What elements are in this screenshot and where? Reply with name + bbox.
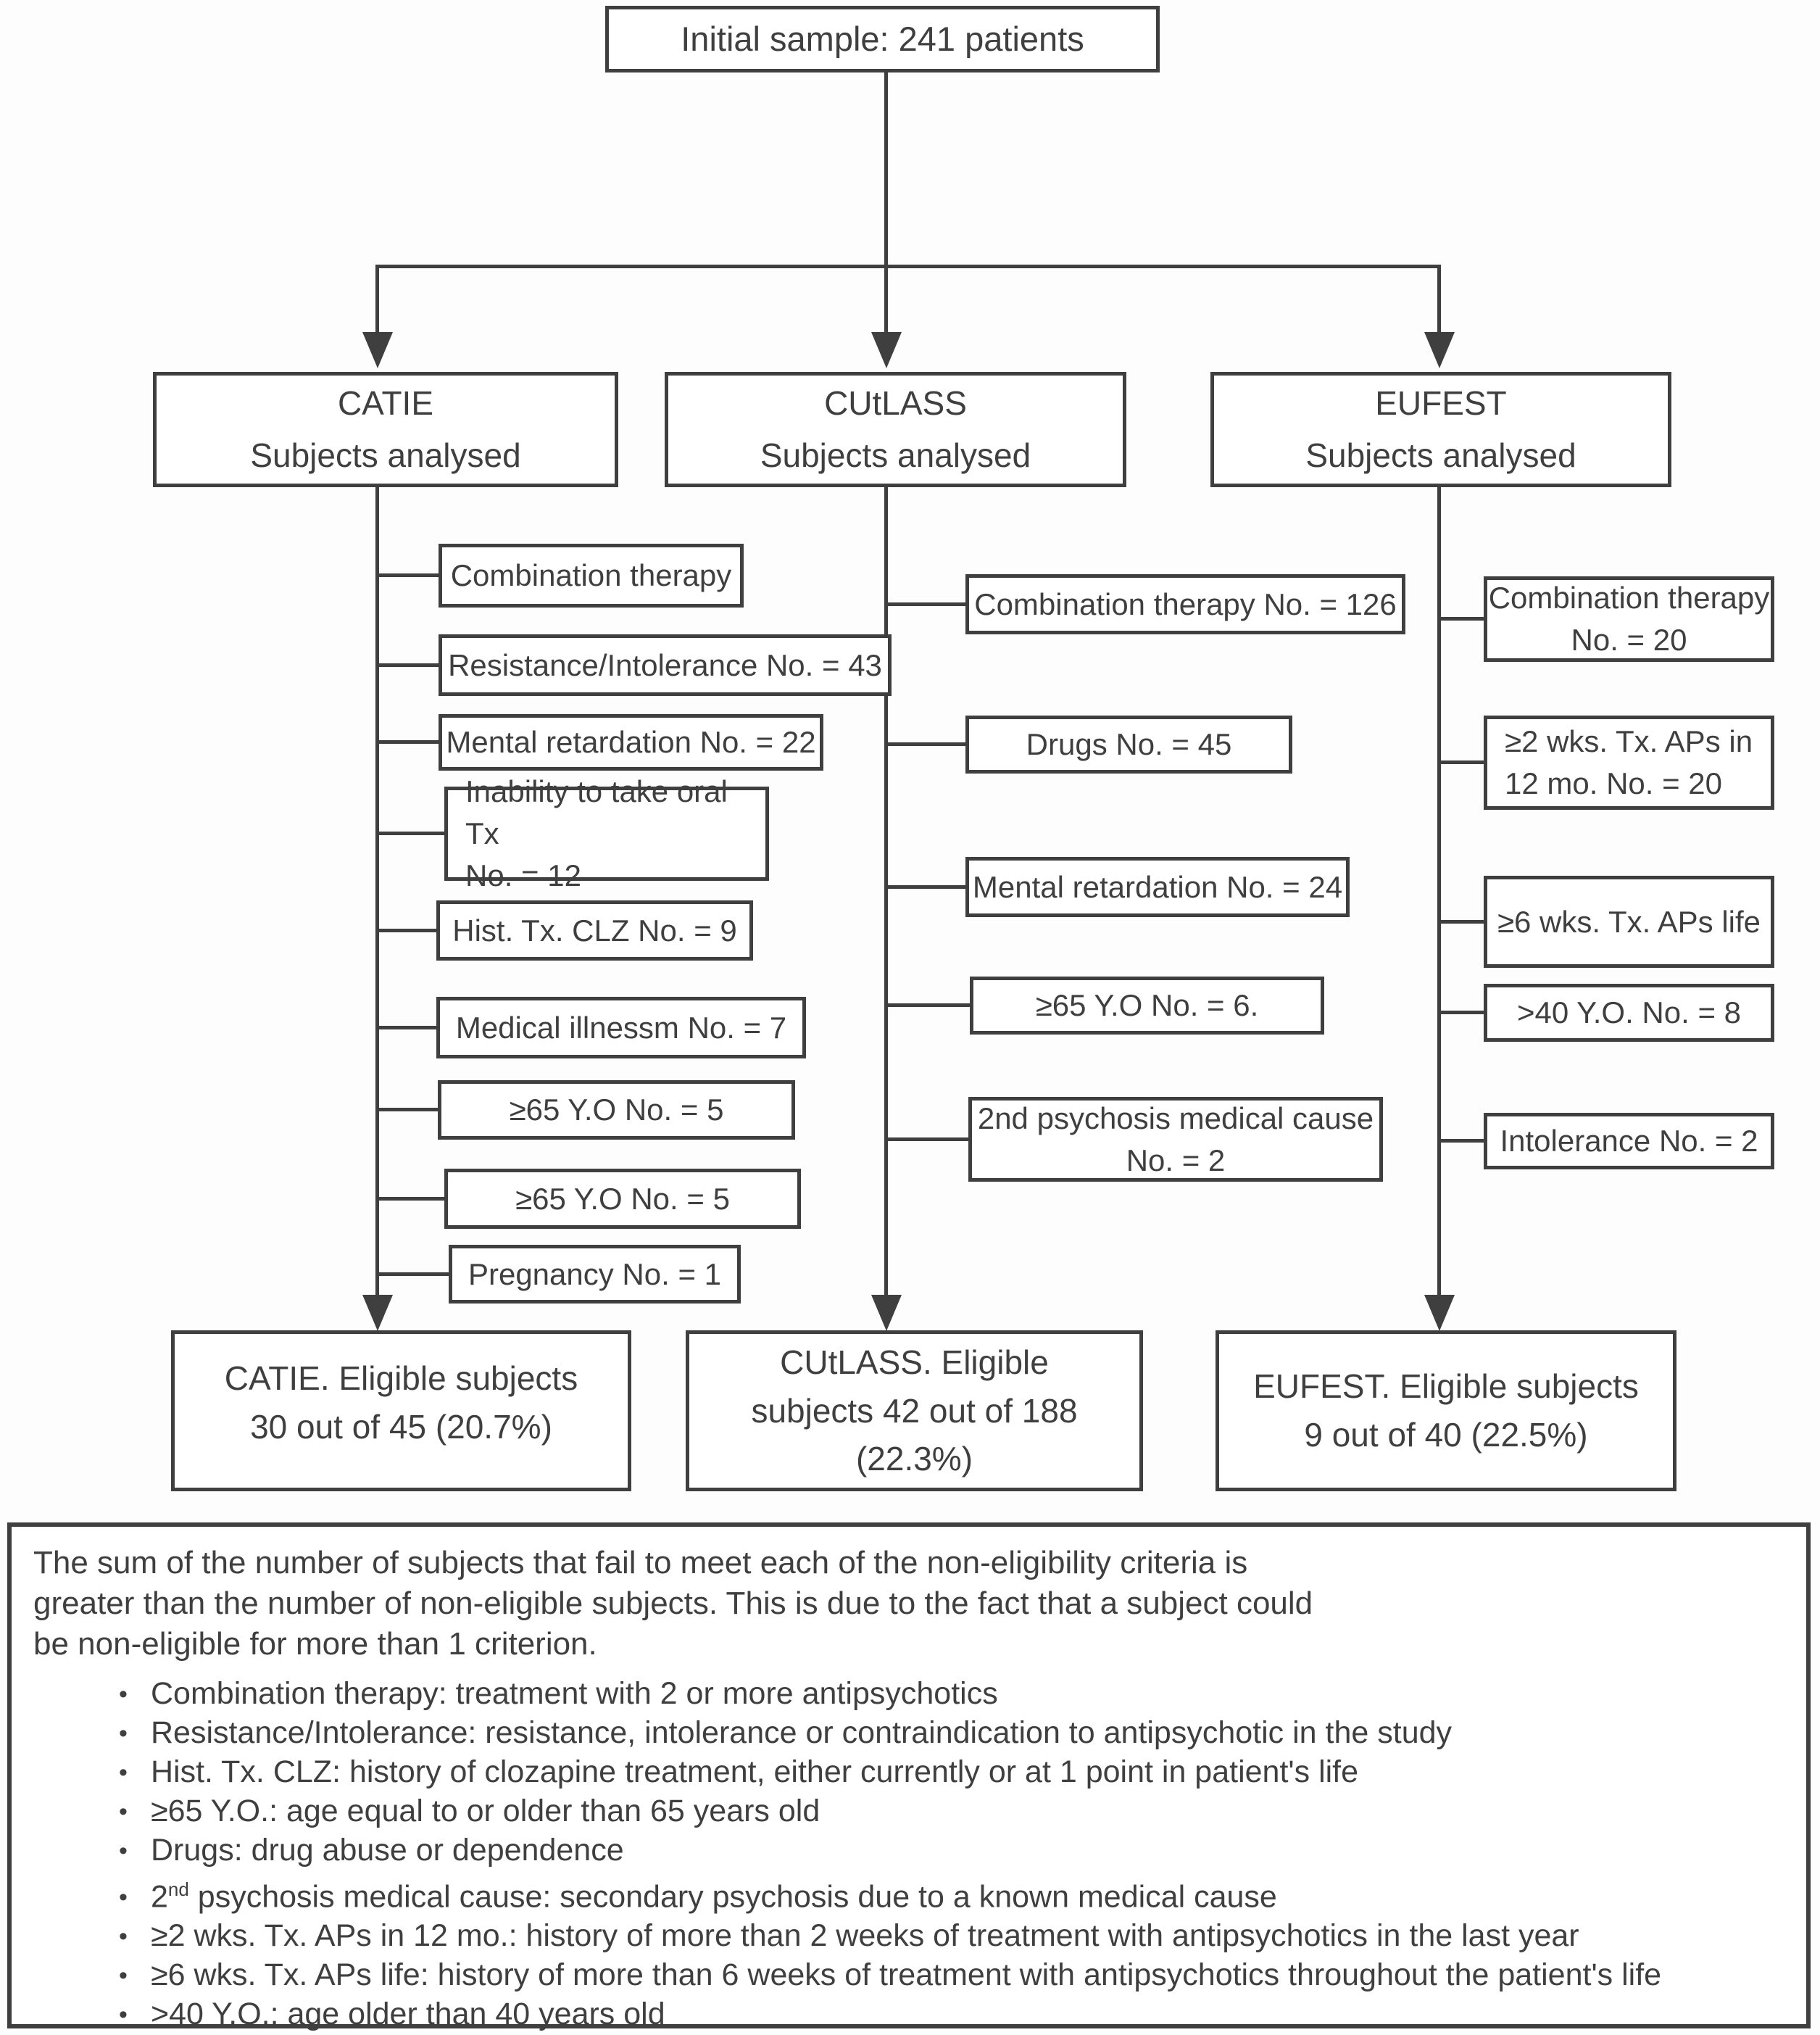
cutlass-criterion-box: ≥65 Y.O No. = 6. xyxy=(970,977,1324,1035)
footnote-bullet-superscript: nd xyxy=(167,1878,189,1900)
footnote-bullet-text: Drugs: drug abuse or dependence xyxy=(151,1833,624,1868)
cutlass-criterion-box: Mental retardation No. = 24 xyxy=(965,857,1350,917)
catie-criterion-box: Hist. Tx. CLZ No. = 9 xyxy=(436,900,753,961)
footnote-bullet-text: 2 xyxy=(151,1879,168,1915)
footnote-bullet-text: ≥6 wks. Tx. APs life: history of more th… xyxy=(151,1957,1662,1993)
footnote-bullet-text: psychosis medical cause: secondary psych… xyxy=(188,1879,1277,1915)
eufest-arrow-stem xyxy=(1437,265,1441,333)
footnote-bullet: • ≥6 wks. Tx. APs life: history of more t… xyxy=(119,1956,1784,1995)
connector-line xyxy=(886,1137,968,1141)
bullet-dot-icon: • xyxy=(119,1962,128,1990)
connector-line xyxy=(1439,617,1484,621)
connector-line xyxy=(1439,1139,1484,1143)
connector-line xyxy=(886,885,965,889)
connector-line xyxy=(1439,760,1484,764)
footnote-bullet: • 2nd psychosis medical cause: secondary … xyxy=(119,1870,1784,1917)
eufest-criterion-box: Intolerance No. = 2 xyxy=(1484,1113,1774,1169)
connector-line xyxy=(377,663,442,667)
cutlass-column-line xyxy=(884,487,888,1298)
bullet-dot-icon: • xyxy=(119,1798,128,1825)
footnote-bullet-text: Combination therapy: treatment with 2 or… xyxy=(151,1676,998,1711)
footnote-bullet-text: >40 Y.O.: age older than 40 years old xyxy=(151,1997,665,2032)
connector-line xyxy=(377,1026,440,1029)
arrow-down-icon xyxy=(871,332,902,368)
catie-criterion-box: Pregnancy No. = 1 xyxy=(449,1245,741,1304)
catie-criterion-box: ≥65 Y.O No. = 5 xyxy=(438,1080,795,1140)
branch-line xyxy=(375,265,1441,268)
catie-criterion-box: Resistance/Intolerance No. = 43 xyxy=(439,634,892,696)
footnote-intro: The sum of the number of subjects that f… xyxy=(33,1545,1313,1662)
bullet-dot-icon: • xyxy=(119,1923,128,1951)
bullet-dot-icon: • xyxy=(119,2001,128,2029)
arrow-down-icon xyxy=(1424,332,1455,368)
footnote-bullet-text: ≥2 wks. Tx. APs in 12 mo.: history of mo… xyxy=(151,1918,1579,1954)
bullet-dot-icon: • xyxy=(119,1720,128,1747)
arrow-down-icon xyxy=(871,1295,902,1331)
footnote-bullet: • Hist. Tx. CLZ: history of clozapine tre… xyxy=(119,1753,1784,1792)
connector-line xyxy=(377,1197,448,1201)
catie-criterion-box: ≥65 Y.O No. = 5 xyxy=(444,1169,801,1229)
cutlass-criterion-box: Drugs No. = 45 xyxy=(965,716,1292,774)
connector-line xyxy=(377,1108,441,1111)
eufest-criterion-box: >40 Y.O. No. = 8 xyxy=(1484,984,1774,1042)
connector-line xyxy=(886,1003,970,1007)
arrow-down-icon xyxy=(362,332,393,368)
footnote-bullet: • ≥65 Y.O.: age equal to or older than 65… xyxy=(119,1792,1784,1831)
bullet-dot-icon: • xyxy=(119,1680,128,1708)
initial-sample-box: Initial sample: 241 patients xyxy=(605,6,1160,72)
footnote-bullet-list: • Combination therapy: treatment with 2 o… xyxy=(33,1675,1784,2034)
footnote-bullet-text: ≥65 Y.O.: age equal to or older than 65 … xyxy=(151,1794,820,1828)
root-stem-line xyxy=(884,72,888,266)
catie-criterion-box: Medical illnessm No. = 7 xyxy=(436,997,806,1058)
footnote-bullet: • Combination therapy: treatment with 2 o… xyxy=(119,1675,1784,1714)
connector-line xyxy=(377,740,442,744)
cutlass-criterion-box: Combination therapy No. = 126 xyxy=(965,574,1405,634)
footnote-box: The sum of the number of subjects that f… xyxy=(7,1522,1811,2031)
bullet-dot-icon: • xyxy=(119,1883,128,1912)
footnote-bullet: • Resistance/Intolerance: resistance, int… xyxy=(119,1714,1784,1753)
eufest-column-line xyxy=(1437,487,1441,1298)
footnote-bullet: • Drugs: drug abuse or dependence xyxy=(119,1831,1784,1870)
footnote-bullet: • >40 Y.O.: age older than 40 years old xyxy=(119,1995,1784,2034)
connector-line xyxy=(886,602,965,606)
connector-line xyxy=(377,1272,452,1276)
arrow-down-icon xyxy=(1424,1295,1455,1331)
connector-line xyxy=(1439,920,1484,924)
connector-line xyxy=(1439,1011,1484,1014)
connector-line xyxy=(377,832,448,835)
footnote-bullet-text: Resistance/Intolerance: resistance, into… xyxy=(151,1715,1453,1750)
bullet-dot-icon: • xyxy=(119,1837,128,1865)
catie-arrow-stem xyxy=(375,265,379,333)
connector-line xyxy=(377,573,442,577)
connector-line xyxy=(886,742,965,746)
catie-criterion-box: Mental retardation No. = 22 xyxy=(439,714,823,771)
cutlass-arrow-stem xyxy=(884,265,888,333)
arrow-down-icon xyxy=(362,1295,393,1331)
footnote-bullet-text: Hist. Tx. CLZ: history of clozapine trea… xyxy=(151,1754,1359,1789)
catie-column-line xyxy=(375,487,379,1298)
eufest-criterion-box: ≥6 wks. Tx. APs life xyxy=(1484,876,1774,968)
catie-criterion-box: Combination therapy xyxy=(439,544,744,608)
connector-line xyxy=(377,929,440,932)
footnote-bullet: • ≥2 wks. Tx. APs in 12 mo.: history of m… xyxy=(119,1917,1784,1956)
bullet-dot-icon: • xyxy=(119,1759,128,1786)
